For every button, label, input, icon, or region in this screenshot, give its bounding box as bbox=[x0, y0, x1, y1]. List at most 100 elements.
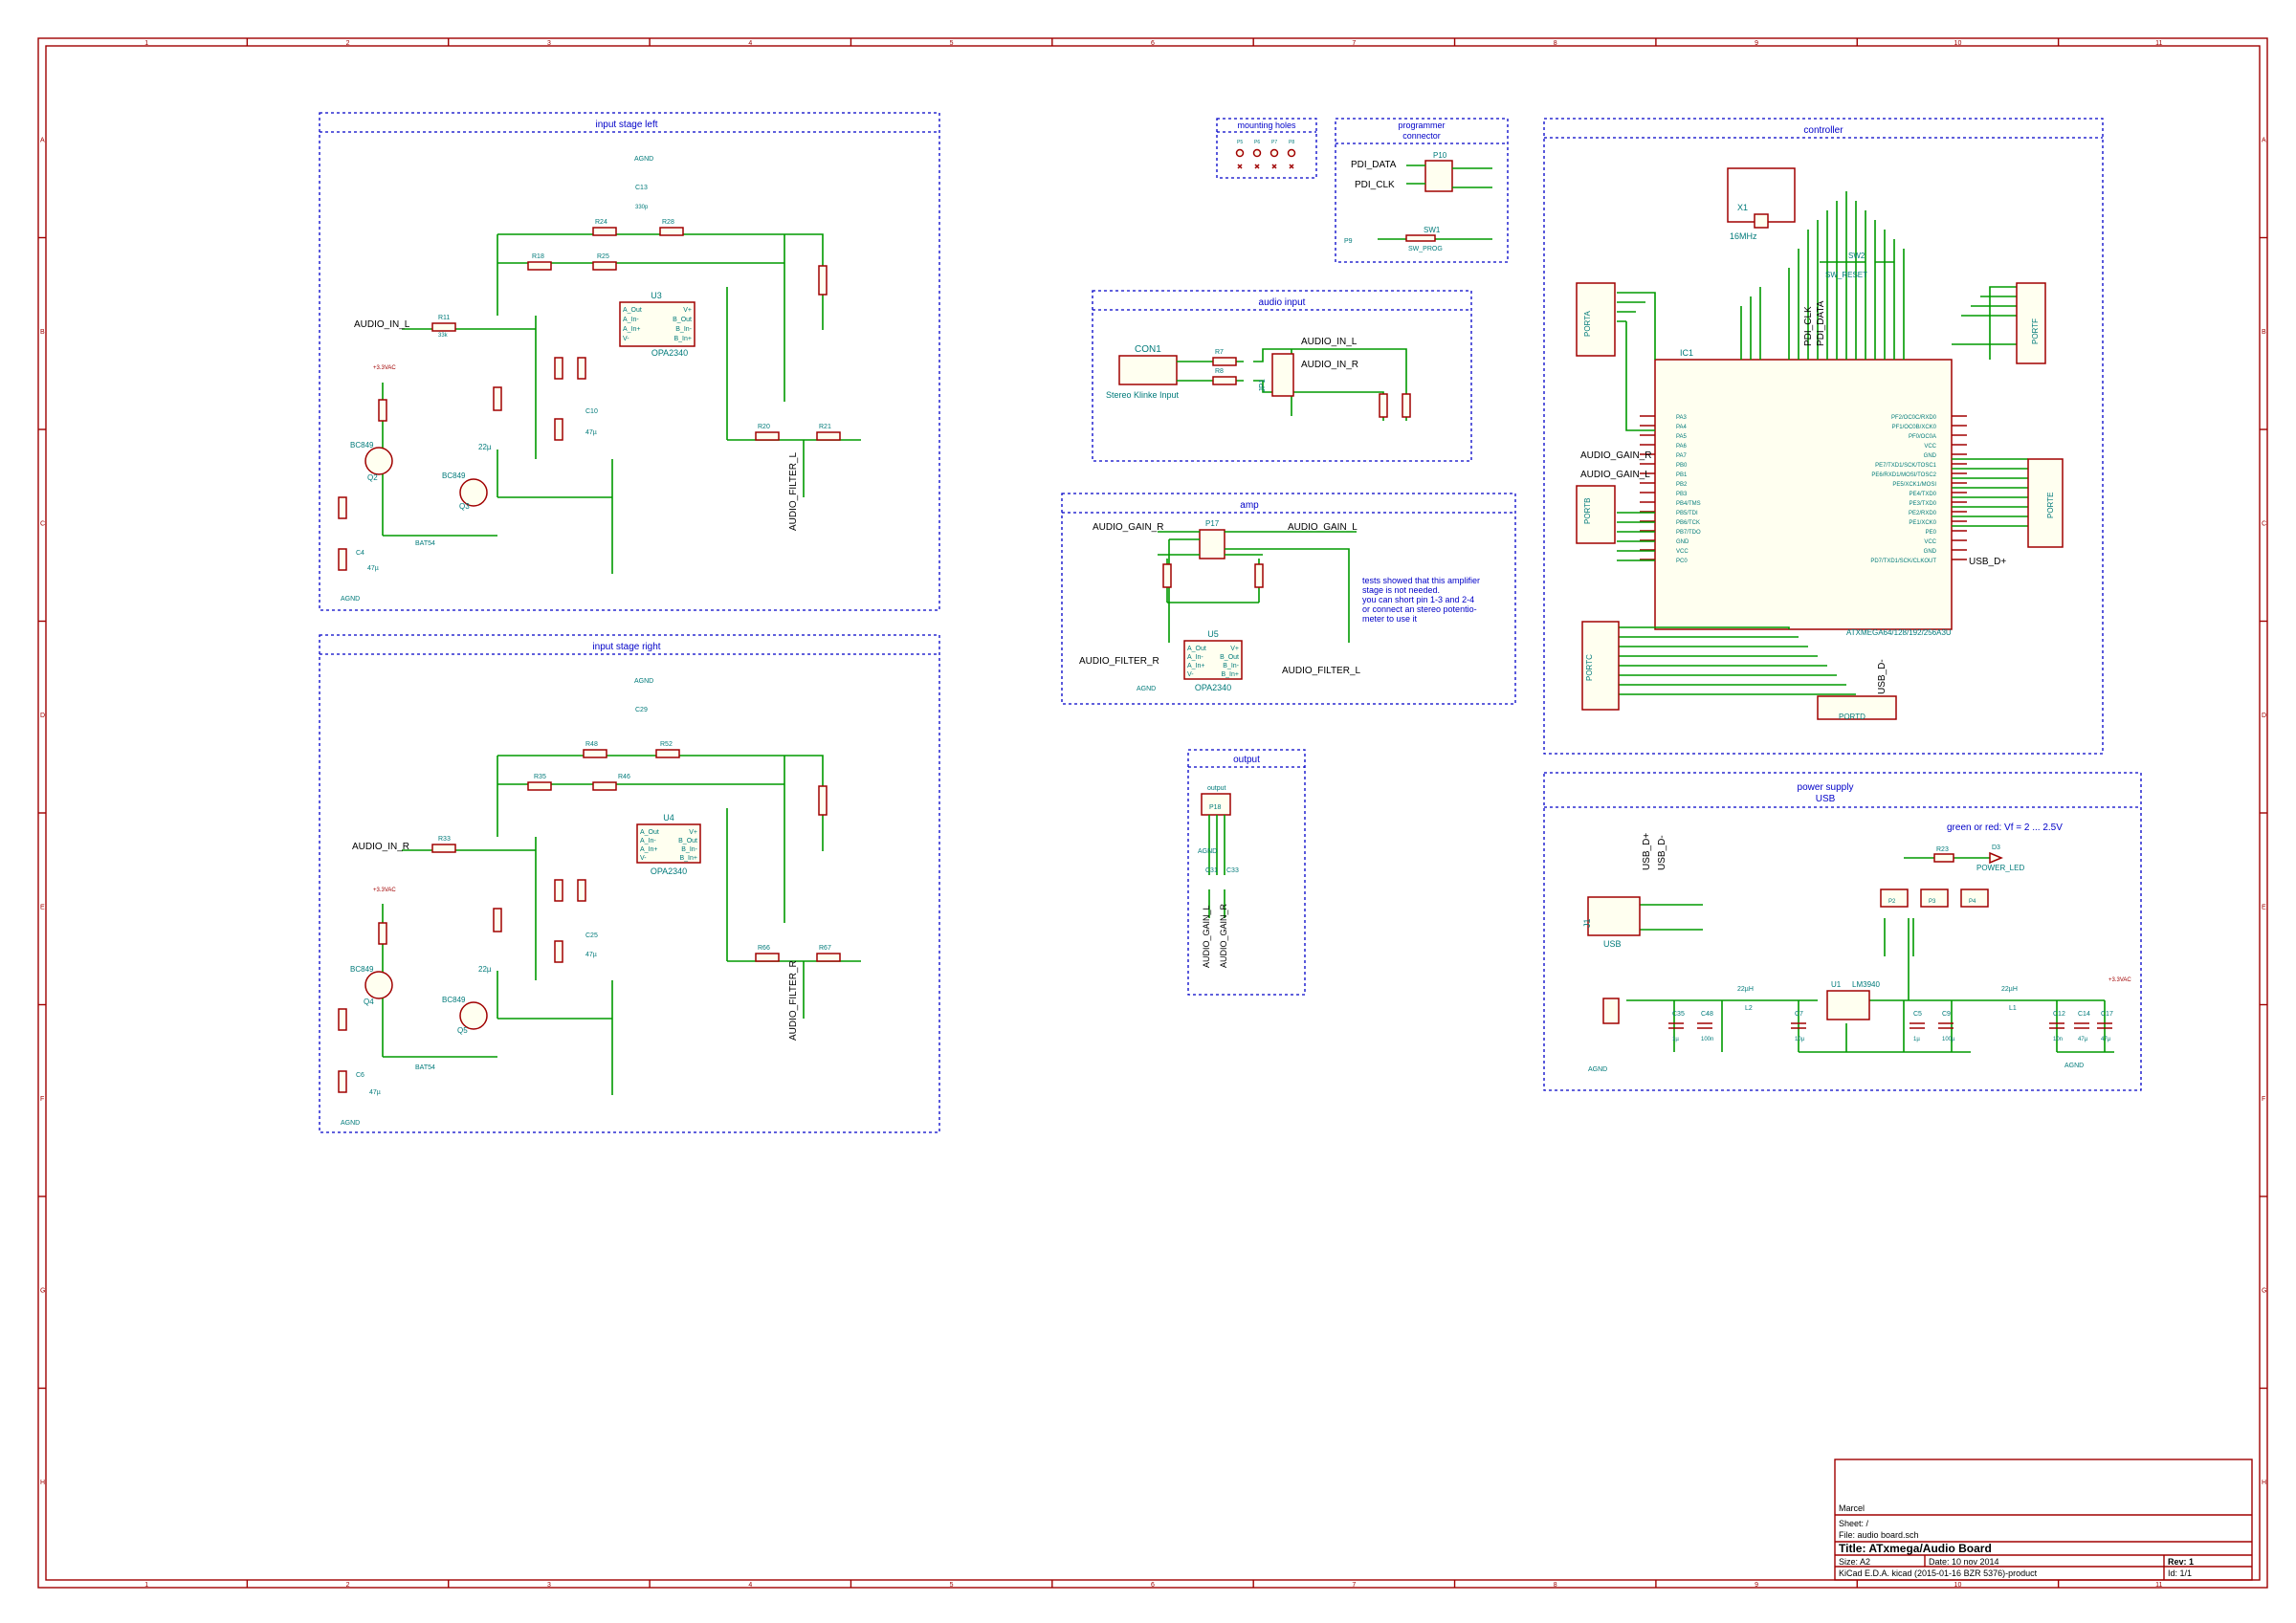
q3-transistor bbox=[459, 478, 488, 507]
col-number-top: 9 bbox=[1755, 40, 1758, 47]
u3-ref: U3 bbox=[651, 291, 662, 300]
c23-val: 22µ bbox=[478, 965, 492, 974]
power-title: power supply bbox=[1798, 782, 1854, 793]
col-number-top: 10 bbox=[1954, 40, 1962, 47]
d1-part: BAT54 bbox=[415, 540, 435, 547]
sw1-name: SW_PROG bbox=[1408, 246, 1443, 252]
ic1-pin-left: PC0 bbox=[1676, 559, 1688, 564]
portd-label: PORTD bbox=[1839, 713, 1866, 721]
row-letter-right: A bbox=[2262, 137, 2266, 143]
net-ctrl-pdi-data: PDI_DATA bbox=[1816, 300, 1826, 346]
portb-connector bbox=[1576, 485, 1616, 544]
ic1-pin-left: PB6/TCK bbox=[1676, 520, 1700, 526]
portf-label: PORTF bbox=[2031, 318, 2040, 344]
row-letter-right: D bbox=[2262, 713, 2266, 719]
outer-frame bbox=[37, 37, 2268, 1589]
p18-connector bbox=[1201, 793, 1231, 816]
r25-ref: R25 bbox=[597, 253, 609, 260]
p17-connector bbox=[1199, 529, 1225, 559]
power-cap-val: 100n bbox=[1701, 1037, 1713, 1042]
opamp-pin-left: A_In+ bbox=[623, 326, 641, 333]
j1-usb bbox=[1587, 896, 1641, 936]
row-letter-left: D bbox=[40, 713, 45, 719]
c6-ref: C6 bbox=[356, 1072, 364, 1079]
power-cap-ref: C48 bbox=[1701, 1011, 1713, 1018]
agnd-power-left: AGND bbox=[1588, 1066, 1607, 1073]
u5-ref: U5 bbox=[1207, 629, 1219, 639]
power-subtitle: USB bbox=[1816, 794, 1836, 804]
output-title: output bbox=[1233, 755, 1260, 765]
agnd-right-bottom: AGND bbox=[341, 1120, 360, 1127]
ic1-pin-right: PE5/XCK1/MOSI bbox=[1892, 482, 1936, 488]
power-note: green or red: Vf = 2 ... 2.5V bbox=[1947, 822, 2063, 833]
power-cap-val: 100µ bbox=[1942, 1037, 1955, 1042]
opamp-pin-right: B_In+ bbox=[674, 336, 693, 342]
opamp-pin-right: V+ bbox=[689, 829, 697, 836]
opamp-pin-right: B_In- bbox=[1223, 663, 1239, 669]
opamp-pin-right: B_In+ bbox=[680, 855, 698, 862]
row-letter-right: F bbox=[2262, 1096, 2265, 1103]
r52-ref: R52 bbox=[660, 741, 673, 748]
programmer-section: programmer connector P10 PDI_DATA PDI_CL… bbox=[1335, 118, 1509, 263]
power-connector-ref: P2 bbox=[1888, 899, 1896, 905]
power-cap-val: 1µ bbox=[1913, 1037, 1920, 1042]
tb-author: Marcel bbox=[1839, 1503, 1865, 1513]
agnd-power-right: AGND bbox=[2064, 1063, 2084, 1069]
q3-ref: Q3 bbox=[459, 502, 470, 511]
net-audio-filter-r: AUDIO_FILTER_R bbox=[788, 960, 799, 1041]
ic1-pin-left: PB7/TDO bbox=[1676, 530, 1701, 536]
amp-note-line: stage is not needed. bbox=[1362, 585, 1440, 595]
q2-ref: Q2 bbox=[367, 473, 378, 482]
ic1-pin-left: PB1 bbox=[1676, 472, 1688, 478]
row-letter-left: A bbox=[40, 137, 45, 143]
ic1-pin-left: PA3 bbox=[1676, 415, 1688, 421]
mounting-title: mounting holes bbox=[1237, 121, 1296, 130]
row-letter-left: H bbox=[40, 1480, 45, 1486]
opamp-pin-left: A_In- bbox=[1187, 654, 1203, 661]
ic1-pin-right: PF1/OC0B/XCK0 bbox=[1892, 425, 1937, 430]
ic1-pin-right: GND bbox=[1924, 549, 1937, 555]
power-cap-val: 47µ bbox=[2101, 1037, 2111, 1042]
mounting-hole-ref: P5 bbox=[1237, 140, 1243, 145]
agnd-left-bottom: AGND bbox=[341, 596, 360, 603]
mounting-hole bbox=[1269, 148, 1279, 158]
tb-size: Size: A2 bbox=[1839, 1557, 1870, 1567]
x1-crystal bbox=[1754, 213, 1769, 229]
amp-note-line: or connect an stereo potentio- bbox=[1362, 604, 1477, 614]
opamp-pin-left: V- bbox=[640, 855, 647, 862]
row-letter-right: C bbox=[2262, 520, 2266, 527]
controller-section: controller IC1 ATXMEGA64/128/192/256A3U … bbox=[1543, 118, 2104, 755]
q5-ref: Q5 bbox=[457, 1026, 468, 1035]
power-cap-val: 1µ bbox=[1672, 1037, 1679, 1042]
u5-ic bbox=[1183, 640, 1243, 680]
power-connector bbox=[1960, 888, 1989, 908]
ic1-pin-right: PF0/OC0A bbox=[1909, 434, 1936, 440]
ic1-pin-left: PA4 bbox=[1676, 425, 1688, 430]
amp-note-line: tests showed that this amplifier bbox=[1362, 576, 1480, 585]
net-ctrl-usb-dm: USB_D- bbox=[1877, 659, 1888, 694]
amp-note-line: you can short pin 1-3 and 2-4 bbox=[1362, 595, 1474, 604]
x1-ref: X1 bbox=[1737, 203, 1748, 212]
opamp-pin-right: B_In- bbox=[675, 326, 692, 333]
r35-ref: R35 bbox=[534, 774, 546, 780]
col-number-top: 7 bbox=[1352, 40, 1356, 47]
row-letter-right: H bbox=[2262, 1480, 2266, 1486]
j1-name: USB bbox=[1603, 939, 1622, 949]
opamp-pin-right: B_In+ bbox=[1222, 671, 1240, 678]
amp-section: amp P17 AUDIO_GAIN_R AUDIO_GAIN_L AUDIO_… bbox=[1061, 493, 1516, 705]
programmer-title-2: connector bbox=[1402, 131, 1441, 141]
u5-part: OPA2340 bbox=[1195, 683, 1231, 692]
col-number-bottom: 10 bbox=[1954, 1582, 1962, 1589]
c4-ref: C4 bbox=[356, 550, 364, 557]
u3-ic bbox=[619, 301, 695, 347]
col-number-bottom: 8 bbox=[1554, 1582, 1557, 1589]
ic1-pin-right: PE7/TXD1/SCK/TOSC1 bbox=[1875, 463, 1937, 469]
q2-part: BC849 bbox=[350, 441, 374, 450]
u1-ref: U1 bbox=[1831, 980, 1842, 989]
